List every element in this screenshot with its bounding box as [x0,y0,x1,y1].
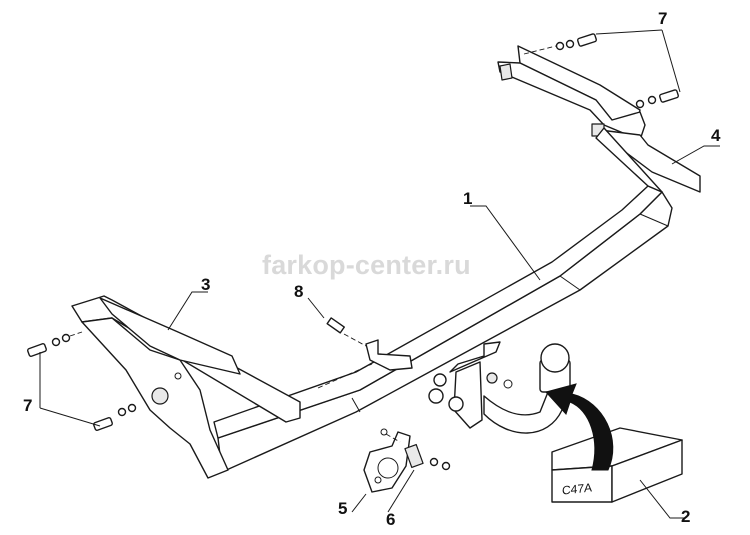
callout-leaders [39,29,720,519]
callout-7-top: 7 [658,9,668,28]
main-crossbar [213,127,673,473]
callout-3: 3 [201,275,211,294]
callout-8: 8 [294,282,304,301]
callout-6: 6 [386,510,396,529]
watermark-text: farkop-center.ru [262,250,471,280]
left-mounting-bracket [71,295,301,479]
towball-assembly [428,341,571,434]
bolts-7-top [523,33,679,109]
electrical-socket-box [551,427,683,503]
curved-arrow-icon [545,383,614,471]
callout-7-left: 7 [23,396,33,415]
bolts-7-left [27,331,137,431]
callout-4: 4 [711,126,721,145]
right-mounting-bracket [497,45,701,193]
callout-2: 2 [681,507,691,526]
callout-5: 5 [338,499,348,518]
bolt-8-assembly [317,317,413,389]
socket-plate-assembly [363,428,451,493]
callout-1: 1 [463,189,473,208]
